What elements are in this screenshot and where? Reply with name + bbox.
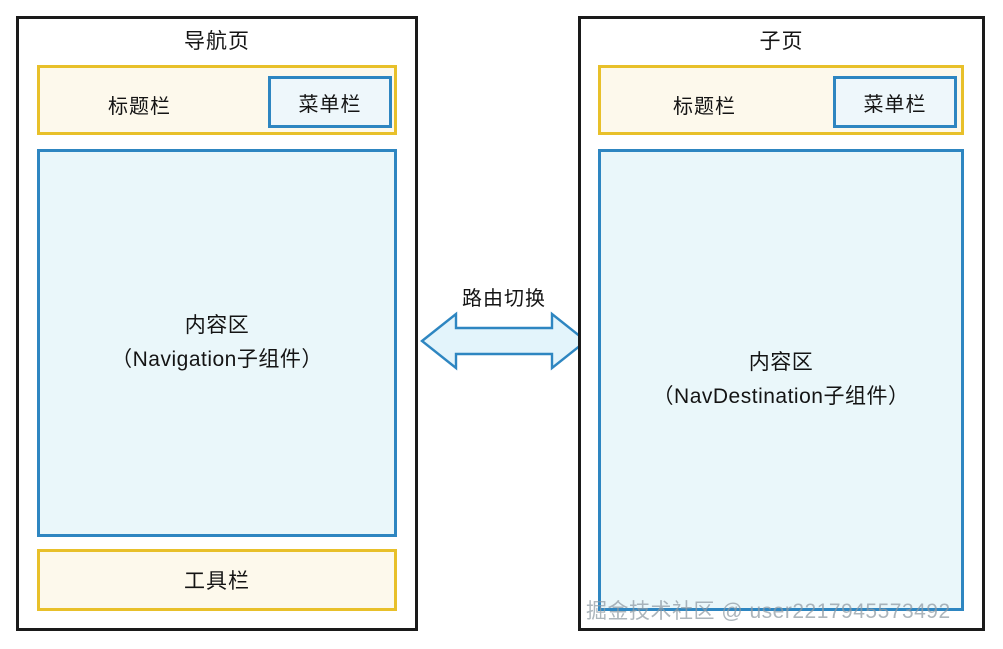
sub-page-title-bar: 标题栏 菜单栏 [598, 65, 964, 135]
sub-page-content-line-2: （NavDestination子组件） [652, 385, 910, 408]
navigation-toolbar: 工具栏 [37, 549, 397, 611]
panel-navigation-page: 导航页 标题栏 菜单栏 内容区 （Navigation子组件） 工具栏 [16, 16, 418, 631]
navigation-title-bar-label: 标题栏 [108, 96, 171, 118]
navigation-title-bar: 标题栏 菜单栏 [37, 65, 397, 135]
double-headed-arrow-icon [420, 311, 588, 371]
panel-navigation-page-title: 导航页 [184, 30, 250, 53]
navigation-menu-bar-box[interactable]: 菜单栏 [268, 76, 392, 128]
sub-page-content-line-1: 内容区 [748, 351, 814, 374]
panel-sub-page-title: 子页 [759, 30, 804, 53]
route-switch-connector: 路由切换 [418, 286, 590, 374]
navigation-content-line-2: （Navigation子组件） [111, 348, 323, 371]
panel-sub-page: 子页 标题栏 菜单栏 内容区 （NavDestination子组件） [578, 16, 985, 631]
navigation-toolbar-label: 工具栏 [184, 570, 250, 593]
sub-page-content-area: 内容区 （NavDestination子组件） [598, 149, 964, 611]
navigation-content-line-1: 内容区 [184, 314, 250, 337]
sub-page-menu-bar-box[interactable]: 菜单栏 [833, 76, 957, 128]
route-switch-label: 路由切换 [462, 288, 546, 310]
navigation-content-area: 内容区 （Navigation子组件） [37, 149, 397, 537]
sub-page-title-bar-label: 标题栏 [673, 96, 736, 118]
